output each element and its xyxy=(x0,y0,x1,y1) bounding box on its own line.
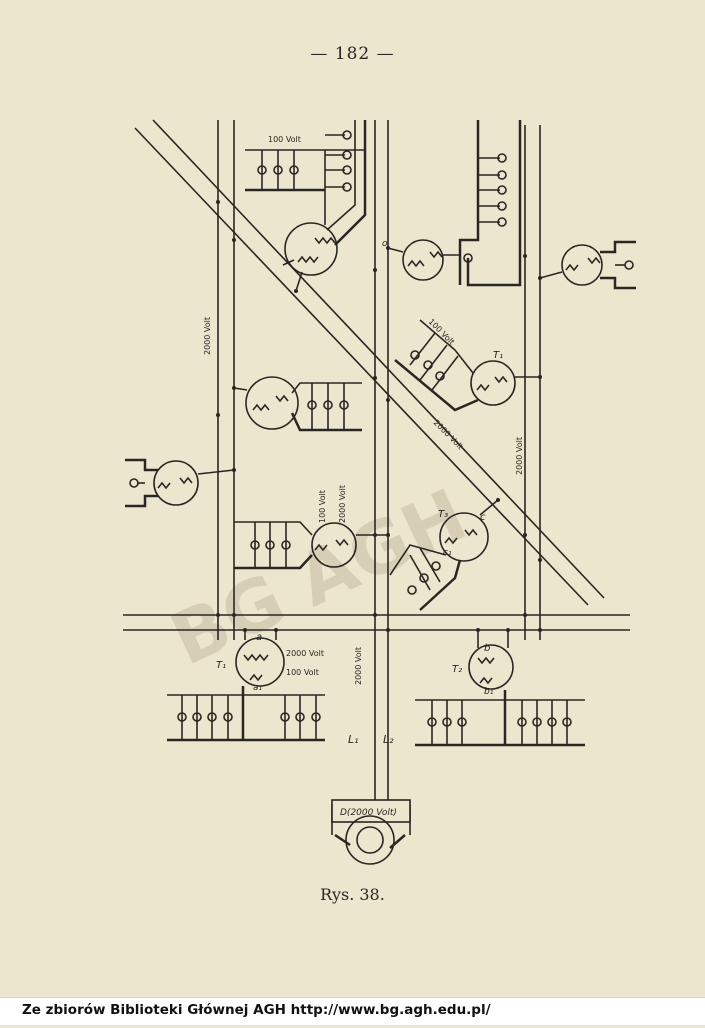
label-2000-volt-left: 2000 Volt xyxy=(203,317,212,355)
lamp xyxy=(497,170,507,180)
lamp xyxy=(339,400,349,410)
label-2000-volt-a: 2000 Volt xyxy=(286,649,324,658)
label-t1-upper: T₁ xyxy=(493,350,503,361)
label-2000-volt-right: 2000 Volt xyxy=(515,437,524,475)
lamp xyxy=(342,165,352,175)
dynamo xyxy=(345,815,395,865)
lamp xyxy=(280,712,290,722)
label-a: a xyxy=(256,632,262,643)
lamp xyxy=(250,540,260,550)
lamp xyxy=(517,717,527,727)
lamp xyxy=(342,130,352,140)
label-t2: T₂ xyxy=(452,664,462,675)
label-b: b xyxy=(484,643,490,654)
label-c1: c₁ xyxy=(443,548,452,558)
transformer-far-left xyxy=(153,460,199,506)
coil xyxy=(314,236,336,245)
lamp xyxy=(281,540,291,550)
lamp xyxy=(129,478,139,488)
lamp xyxy=(457,717,467,727)
diagonal-line-2 xyxy=(152,119,605,599)
labels: 100 Volt 2000 Volt 100 Volt T₁ 2000 Volt… xyxy=(203,135,524,818)
junctions xyxy=(216,200,542,632)
lamp xyxy=(497,185,507,195)
footer-text: Ze zbiorów Biblioteki Głównej AGH http:/… xyxy=(22,1002,491,1018)
label-100-volt-top: 100 Volt xyxy=(268,135,301,144)
lamp xyxy=(342,150,352,160)
dynamo-label-box xyxy=(331,799,411,823)
lamp xyxy=(624,260,634,270)
transformer-top-left xyxy=(284,222,338,276)
label-a1: a₁ xyxy=(253,683,263,693)
lamp xyxy=(497,217,507,227)
lamp xyxy=(311,712,321,722)
lamp xyxy=(177,712,187,722)
lamp xyxy=(442,717,452,727)
transformer-mid-lower xyxy=(311,522,357,568)
lamp xyxy=(463,253,473,263)
lamp xyxy=(431,561,441,571)
label-c: c xyxy=(480,512,486,523)
transformer-top-right xyxy=(561,244,603,286)
label-l1: L₁ xyxy=(348,733,359,746)
wiring xyxy=(123,119,636,865)
lamp xyxy=(532,717,542,727)
lamp xyxy=(497,153,507,163)
transformer-top-middle xyxy=(402,239,444,281)
lamp xyxy=(295,712,305,722)
dynamo-armature xyxy=(356,826,384,854)
lamp xyxy=(419,573,429,583)
diagonal-line-1 xyxy=(134,127,589,606)
lamp xyxy=(223,712,233,722)
lamp xyxy=(207,712,217,722)
lamp xyxy=(307,400,317,410)
figure-caption: Rys. 38. xyxy=(320,885,385,904)
label-t3: T₃ xyxy=(438,509,448,520)
label-100-volt-mid: 100 Volt xyxy=(427,317,457,347)
transformer-t1 xyxy=(235,637,285,687)
lamp xyxy=(423,360,433,370)
label-100-volt-a: 100 Volt xyxy=(286,668,319,677)
lamp xyxy=(323,400,333,410)
label-100-volt-c: 100 Volt xyxy=(318,490,327,523)
label-t1-lower: T₁ xyxy=(216,660,226,671)
lamp xyxy=(265,540,275,550)
transformer-t2 xyxy=(468,644,514,690)
transformer-t3 xyxy=(439,512,489,562)
footer-bar: Ze zbiorów Biblioteki Głównej AGH http:/… xyxy=(0,997,705,1025)
label-2000-volt-line: 2000 Volt xyxy=(354,647,363,685)
lamp xyxy=(435,371,445,381)
lamp xyxy=(342,182,352,192)
lamp xyxy=(547,717,557,727)
label-b1: b₁ xyxy=(484,687,494,697)
lamp xyxy=(562,717,572,727)
label-o: o xyxy=(382,239,388,249)
page-number: — 182 — xyxy=(310,44,395,64)
transformer-t1-upper xyxy=(470,360,516,406)
lamp xyxy=(410,350,420,360)
coil xyxy=(297,255,319,264)
lamp xyxy=(407,585,417,595)
label-l2: L₂ xyxy=(383,733,394,746)
lamp xyxy=(192,712,202,722)
transformer-mid-left xyxy=(245,376,299,430)
lamp xyxy=(497,201,507,211)
lamp xyxy=(427,717,437,727)
label-2000-volt-c: 2000 Volt xyxy=(338,485,347,523)
label-dynamo: D(2000 Volt) xyxy=(340,808,397,818)
